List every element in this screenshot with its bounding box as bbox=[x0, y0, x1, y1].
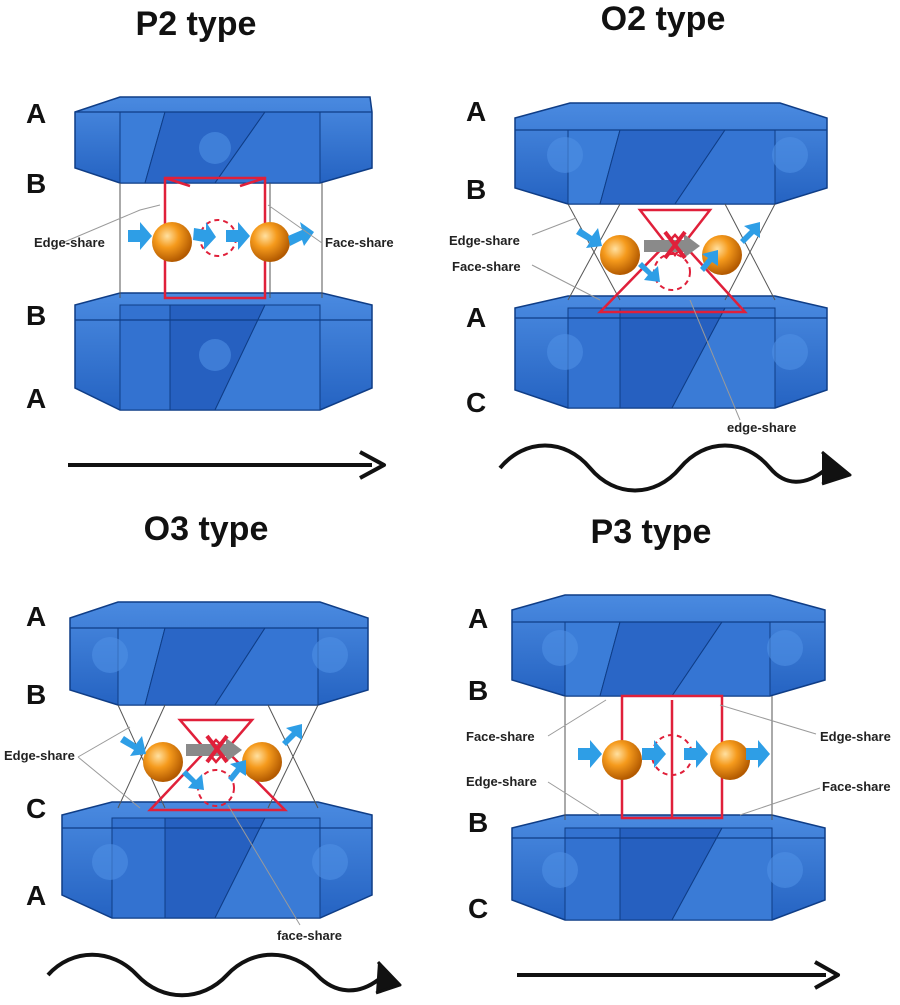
panel-title: P2 type bbox=[136, 5, 257, 43]
diffusion-path-arrow bbox=[498, 443, 852, 493]
layer-letter-4: C bbox=[466, 387, 486, 418]
migration-arrows bbox=[576, 222, 760, 282]
blocked-path-arrow bbox=[644, 230, 700, 260]
layer-letter-4: A bbox=[26, 880, 46, 911]
share-label: Edge-share bbox=[466, 774, 537, 789]
sodium-ion bbox=[710, 740, 750, 780]
layer-letter-1: A bbox=[26, 601, 46, 632]
sodium-ion bbox=[602, 740, 642, 780]
interlayer-frame bbox=[567, 203, 776, 301]
layer-letter-2: B bbox=[466, 174, 486, 205]
layer-letter-2: B bbox=[468, 675, 488, 706]
top-octahedral-slab bbox=[74, 96, 373, 184]
top-octahedral-slab bbox=[511, 594, 826, 697]
diffusion-path-arrow bbox=[517, 960, 840, 990]
sodium-ion bbox=[242, 742, 282, 782]
panel-title: O2 type bbox=[601, 0, 726, 38]
share-label: face-share bbox=[277, 928, 342, 943]
panel-o3: O3 type A B C A bbox=[4, 510, 402, 998]
bottom-octahedral-slab bbox=[61, 801, 373, 919]
layer-letter-4: C bbox=[468, 893, 488, 924]
panel-title: O3 type bbox=[144, 510, 269, 548]
layer-letter-4: A bbox=[26, 383, 46, 414]
layer-letter-2: B bbox=[26, 168, 46, 199]
layer-letter-3: B bbox=[468, 807, 488, 838]
sodium-ion bbox=[152, 222, 192, 262]
panel-o2: O2 type A B A C bbox=[449, 0, 852, 493]
diffusion-path-arrow bbox=[68, 450, 386, 480]
share-label: Edge-share bbox=[4, 748, 75, 763]
bottom-octahedral-slab bbox=[514, 295, 828, 409]
layer-letter-1: A bbox=[466, 96, 486, 127]
migration-arrows bbox=[120, 724, 302, 790]
sodium-ion bbox=[702, 235, 742, 275]
migration-arrows bbox=[128, 222, 314, 250]
panel-title: P3 type bbox=[591, 513, 712, 551]
layer-letter-3: C bbox=[26, 793, 46, 824]
share-label: Face-share bbox=[466, 729, 535, 744]
sodium-ion bbox=[600, 235, 640, 275]
share-label: edge-share bbox=[727, 420, 796, 435]
layer-letter-3: B bbox=[26, 300, 46, 331]
layer-letter-1: A bbox=[468, 603, 488, 634]
top-octahedral-slab bbox=[69, 601, 369, 706]
share-label: Face-share bbox=[822, 779, 891, 794]
bottom-octahedral-slab bbox=[74, 292, 373, 411]
diffusion-path-arrow bbox=[46, 952, 402, 998]
layer-letter-3: A bbox=[466, 302, 486, 333]
share-label: Edge-share bbox=[34, 235, 105, 250]
blocked-path-arrow bbox=[186, 734, 242, 764]
sodium-ion bbox=[143, 742, 183, 782]
panel-p2: P2 type A B B A bbox=[26, 5, 394, 480]
interlayer-frame bbox=[117, 704, 319, 809]
layer-letter-2: B bbox=[26, 679, 46, 710]
octahedral-site bbox=[597, 208, 748, 314]
top-octahedral-slab bbox=[514, 102, 828, 205]
vacant-site-circle bbox=[653, 253, 691, 291]
share-label: Face-share bbox=[325, 235, 394, 250]
share-label: Edge-share bbox=[820, 729, 891, 744]
panel-p3: P3 type A B B C bbox=[466, 513, 891, 990]
sodium-ion bbox=[250, 222, 290, 262]
share-label: Edge-share bbox=[449, 233, 520, 248]
layer-letter-1: A bbox=[26, 98, 46, 129]
migration-arrows bbox=[578, 740, 770, 768]
interlayer-frame bbox=[564, 696, 773, 820]
share-label: Face-share bbox=[452, 259, 521, 274]
bottom-octahedral-slab bbox=[511, 814, 826, 921]
